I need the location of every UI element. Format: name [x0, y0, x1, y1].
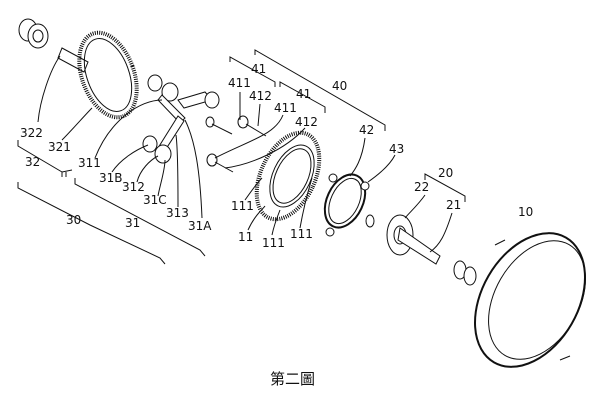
- label-10: 10: [518, 205, 533, 219]
- label-412-a: 412: [249, 89, 272, 103]
- ring-gear-11: [244, 123, 332, 229]
- bearing-322: [19, 19, 48, 48]
- label-43: 43: [389, 142, 404, 156]
- label-311: 311: [78, 156, 101, 170]
- label-21: 21: [446, 198, 461, 212]
- label-22: 22: [414, 180, 429, 194]
- label-111-left: 111: [231, 199, 254, 213]
- label-20: 20: [438, 166, 453, 180]
- label-313: 313: [166, 206, 189, 220]
- figure-caption: 第二圖: [270, 370, 315, 388]
- label-411-a: 411: [228, 76, 251, 90]
- housing-10: [452, 214, 600, 387]
- label-111-right: 111: [290, 227, 313, 241]
- gear-321: [58, 25, 147, 125]
- label-42: 42: [359, 123, 374, 137]
- label-41-b: 41: [296, 87, 311, 101]
- label-321: 321: [48, 140, 71, 154]
- label-31: 31: [125, 216, 140, 230]
- label-31B: 31B: [99, 171, 123, 185]
- label-31A: 31A: [188, 219, 212, 233]
- part-labels: 322 321 32 311 31B 312 31C 313 31A 30 31…: [20, 62, 533, 250]
- label-111-bottom: 111: [262, 236, 285, 250]
- label-411-b: 411: [274, 101, 297, 115]
- label-30: 30: [66, 213, 81, 227]
- carrier-42: [317, 168, 374, 236]
- label-31C: 31C: [143, 193, 167, 207]
- shaft-assembly-20: [387, 215, 476, 285]
- label-32: 32: [25, 155, 40, 169]
- label-11: 11: [238, 230, 253, 244]
- label-322: 322: [20, 126, 43, 140]
- pin-411-412: [206, 116, 266, 172]
- label-412-b: 412: [295, 115, 318, 129]
- label-312: 312: [122, 180, 145, 194]
- label-41-a: 41: [251, 62, 266, 76]
- label-40: 40: [332, 79, 347, 93]
